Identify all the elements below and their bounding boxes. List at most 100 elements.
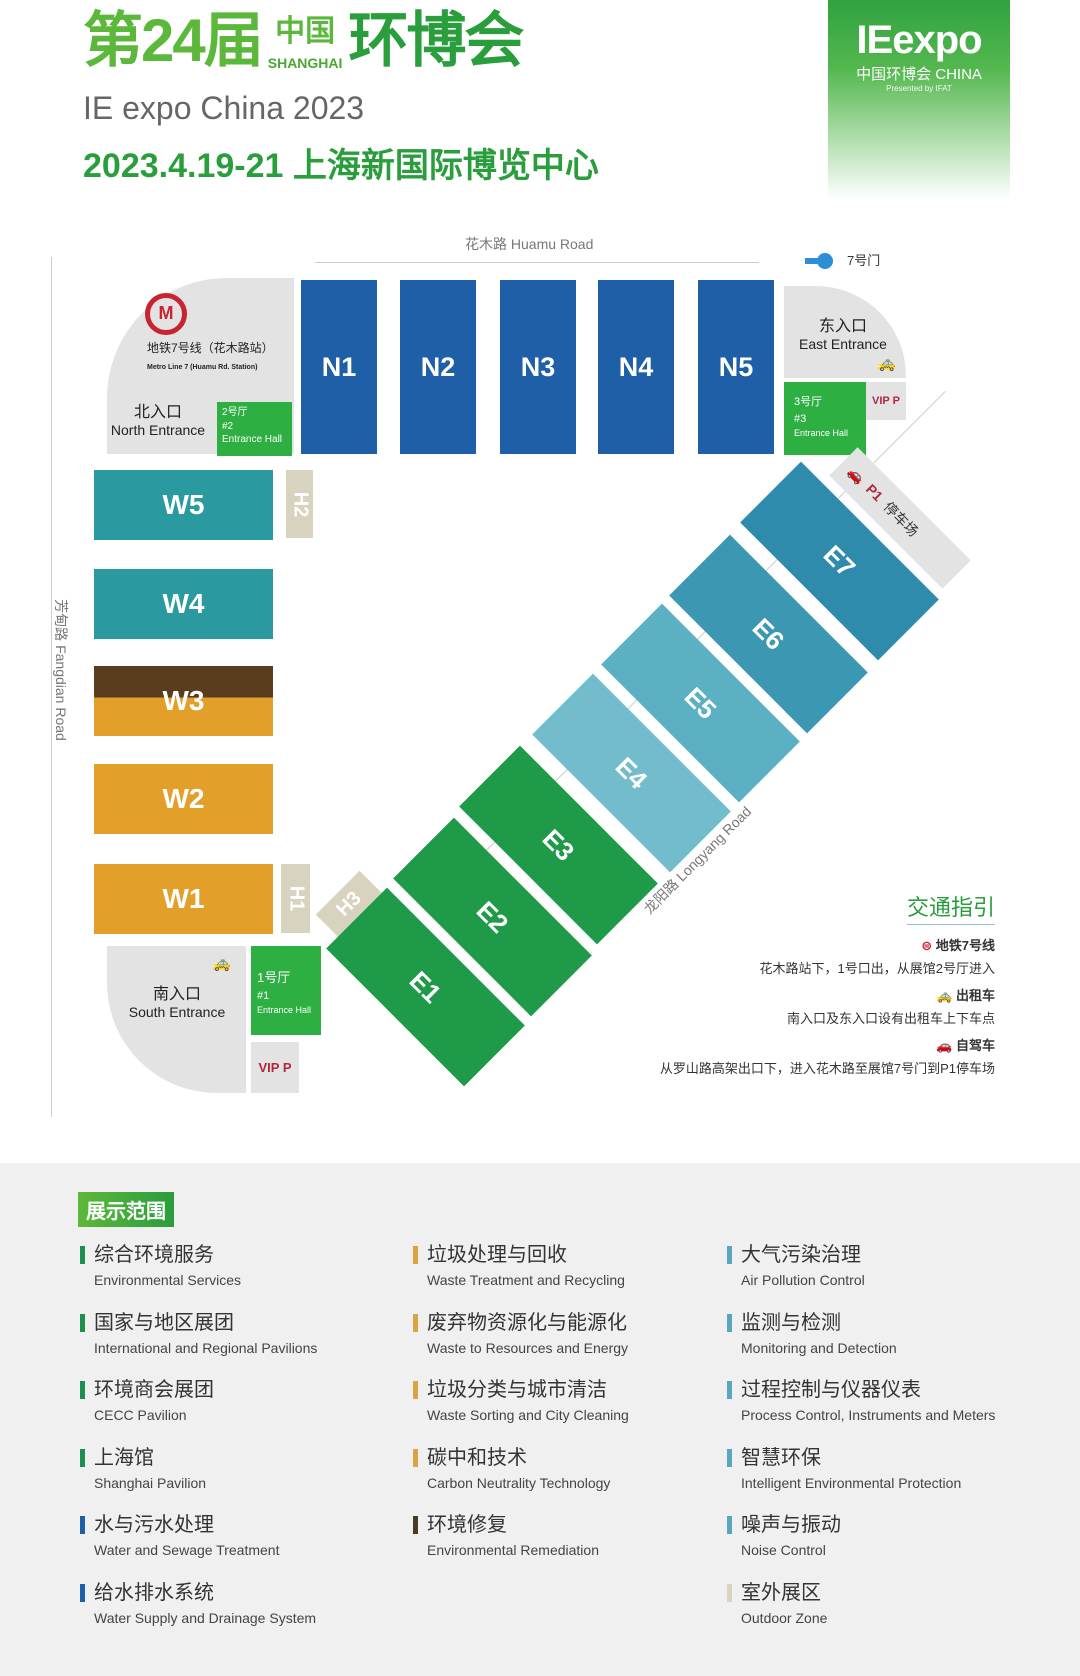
hall-1-en: Entrance Hall <box>257 1005 312 1015</box>
hall-w1[interactable]: W1 <box>94 864 273 934</box>
car-icon: 🚗 <box>845 462 869 487</box>
date-venue: 2023.4.19-21 上海新国际博览中心 <box>83 147 599 185</box>
logo-cn: 中国环博会 CHINA <box>856 66 982 83</box>
road-line-west <box>51 257 52 1117</box>
hall-h1-label: H1 <box>284 885 307 912</box>
vip-parking-south: VIP P <box>251 1042 299 1093</box>
guide-item-taxi: 🚕 出租车南入口及东入口设有出租车上下车点 <box>787 985 995 1027</box>
scope-item-cn: 垃圾处理与回收 <box>413 1242 733 1268</box>
category-bar-icon <box>727 1246 732 1264</box>
scope-cn-text: 给水排水系统 <box>94 1581 214 1604</box>
hall-n3[interactable]: N3 <box>500 280 576 454</box>
scope-cn-text: 智慧环保 <box>741 1446 821 1469</box>
hall-h1[interactable]: H1 <box>281 864 310 933</box>
scope-item-en: Environmental Remediation <box>427 1542 599 1558</box>
scope-item-en: Waste Sorting and City Cleaning <box>427 1407 629 1423</box>
category-bar-icon <box>80 1313 85 1332</box>
scope-item-en: Monitoring and Detection <box>741 1339 897 1356</box>
scope-item-en: Environmental Services <box>94 1272 242 1288</box>
hall-1-num: #1 <box>257 989 270 1002</box>
hall-w4[interactable]: W4 <box>94 569 273 639</box>
category-bar-icon <box>80 1583 85 1602</box>
hall-3-en: Entrance Hall <box>794 428 849 438</box>
guide-taxi-desc: 南入口及东入口设有出租车上下车点 <box>786 1011 995 1026</box>
logo-brand: IEexpo <box>856 18 982 62</box>
hall-3-num: #3 <box>794 412 807 425</box>
hall-n5[interactable]: N5 <box>698 280 774 454</box>
scope-item-cn: 室外展区 <box>727 1580 1047 1606</box>
east-entrance-en: East Entrance <box>799 336 887 352</box>
gate-7-label: 7号门 <box>847 253 881 268</box>
scope-cn-text: 垃圾分类与城市清洁 <box>427 1379 607 1401</box>
guide-car-label: 自驾车 <box>955 1038 995 1053</box>
title-prefix: 第24届 <box>83 7 264 74</box>
exhibition-scope-section <box>0 1163 1080 1676</box>
hall-n4[interactable]: N4 <box>598 280 674 454</box>
taxi-icon: 🚕 <box>936 988 953 1003</box>
taxi-icon: 🚕 <box>212 955 231 972</box>
east-entrance-cn: 东入口 <box>818 318 867 335</box>
scope-item-cn: 环境商会展团 <box>80 1377 400 1403</box>
scope-item-en: International and Regional Pavilions <box>94 1339 318 1356</box>
scope-item-en: Process Control, Instruments and Meters <box>741 1407 996 1423</box>
scope-item-cn: 碳中和技术 <box>413 1445 733 1471</box>
category-bar-icon <box>413 1381 418 1399</box>
scope-item: 环境修复 Environmental Remediation <box>413 1512 733 1558</box>
category-bar-icon <box>80 1246 85 1264</box>
scope-item-cn: 综合环境服务 <box>80 1242 400 1268</box>
scope-item-cn: 国家与地区展团 <box>80 1310 400 1336</box>
category-bar-icon <box>727 1516 732 1534</box>
hall-w2[interactable]: W2 <box>94 764 273 834</box>
p1-code: P1 <box>862 480 887 505</box>
scope-item: 智慧环保 Intelligent Environmental Protection <box>727 1445 1047 1491</box>
category-bar-icon <box>80 1448 85 1467</box>
hall-n2[interactable]: N2 <box>400 280 476 454</box>
scope-cn-text: 垃圾处理与回收 <box>427 1244 567 1266</box>
scope-cn-text: 碳中和技术 <box>427 1446 527 1469</box>
scope-cn-text: 噪声与振动 <box>741 1514 841 1536</box>
scope-item-cn: 噪声与振动 <box>727 1512 1047 1538</box>
scope-item-cn: 过程控制与仪器仪表 <box>727 1377 1047 1403</box>
guide-item-metro: ⊜ 地铁7号线花木路站下，1号口出，从展馆2号厅进入 <box>760 935 995 977</box>
scope-item-cn: 上海馆 <box>80 1445 400 1471</box>
hall-3-cn: 3号厅 <box>794 396 823 408</box>
scope-item-cn: 环境修复 <box>413 1512 733 1538</box>
scope-item-cn: 废弃物资源化与能源化 <box>413 1310 733 1336</box>
guide-taxi-label: 出租车 <box>955 988 995 1003</box>
scope-item: 过程控制与仪器仪表 Process Control, Instruments an… <box>727 1377 1047 1423</box>
scope-item: 室外展区 Outdoor Zone <box>727 1580 1047 1626</box>
scope-item-en: Intelligent Environmental Protection <box>741 1474 962 1491</box>
scope-item-cn: 监测与检测 <box>727 1310 1047 1336</box>
hall-w5[interactable]: W5 <box>94 470 273 540</box>
logo-presented: Presented by IFAT <box>886 84 952 93</box>
hall-n1[interactable]: N1 <box>301 280 377 454</box>
road-line-north <box>315 262 759 263</box>
scope-item-en: Outdoor Zone <box>741 1609 828 1626</box>
hall-2-num: #2 <box>222 420 234 432</box>
scope-item-cn: 智慧环保 <box>727 1445 1047 1471</box>
vip-parking-east: VIP P <box>866 382 906 420</box>
category-bar-icon <box>413 1448 418 1467</box>
scope-item-en: CECC Pavilion <box>94 1407 187 1423</box>
hall-w3[interactable]: W3 <box>94 666 273 736</box>
scope-cn-text: 上海馆 <box>94 1446 154 1469</box>
scope-item: 综合环境服务 Environmental Services <box>80 1242 400 1288</box>
north-entrance-cn: 北入口 <box>133 404 182 421</box>
scope-item-en: Waste to Resources and Energy <box>427 1339 629 1356</box>
guide-car-desc: 从罗山路高架出口下，进入花木路至展馆7号门到P1停车场 <box>659 1061 995 1076</box>
category-bar-icon <box>727 1583 732 1602</box>
scope-item-cn: 水与污水处理 <box>80 1512 400 1538</box>
title-china: 中国 <box>275 15 336 48</box>
scope-item-en: Air Pollution Control <box>741 1272 865 1288</box>
hall-h2[interactable]: H2 <box>286 470 313 538</box>
